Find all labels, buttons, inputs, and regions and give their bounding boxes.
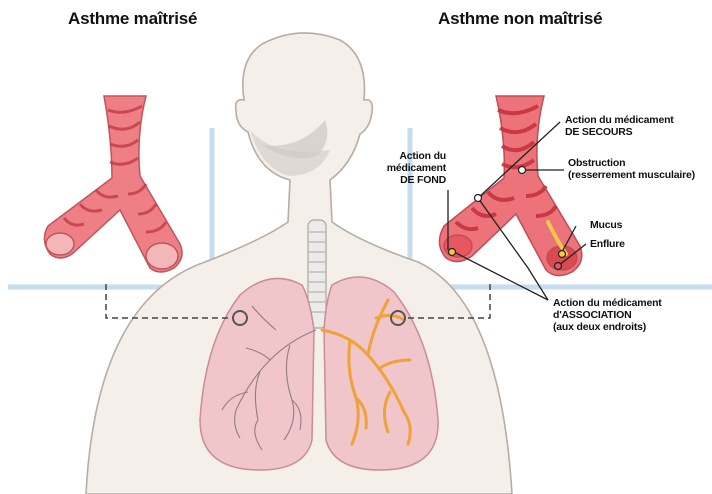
title-controlled-asthma: Asthme maîtrisé <box>68 9 197 29</box>
title-uncontrolled-asthma: Asthme non maîtrisé <box>438 9 602 29</box>
label-fond: Action du médicament DE FOND <box>380 150 446 186</box>
label-enflure: Enflure <box>590 238 625 250</box>
label-obstruction: Obstruction (resserrement musculaire) <box>568 157 695 181</box>
label-association: Action du médicament d'ASSOCIATION (aux … <box>553 297 662 333</box>
label-mucus: Mucus <box>590 219 622 231</box>
label-secours: Action du médicament DE SECOURS <box>565 114 674 138</box>
healthy-airway <box>44 96 182 272</box>
inflamed-airway <box>439 96 581 276</box>
